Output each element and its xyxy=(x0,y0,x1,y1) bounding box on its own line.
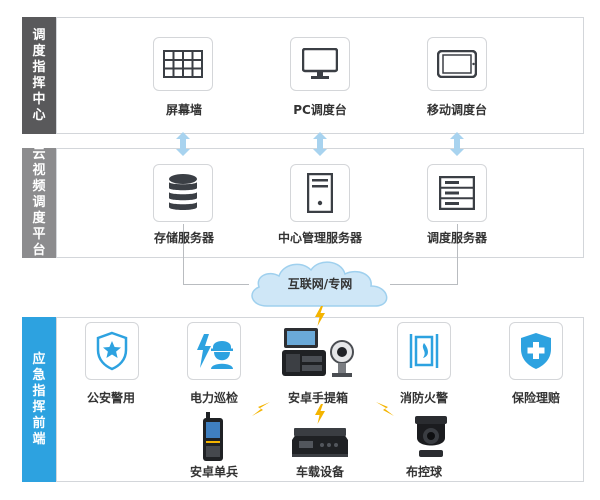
suitcase-label: 安卓手提箱 xyxy=(287,391,349,405)
pc-console-label: PC调度台 xyxy=(293,103,347,117)
lightning-bolt-icon xyxy=(315,404,325,424)
dispatch-server-node xyxy=(427,164,487,222)
handheld-label: 安卓单兵 xyxy=(189,465,239,479)
power-inspection-node xyxy=(187,322,241,380)
pc-console-node xyxy=(290,37,350,91)
section-title-dispatch-center: 调度指挥中心 xyxy=(22,17,56,134)
mobile-console-label: 移动调度台 xyxy=(426,103,488,117)
handheld-terminal-icon xyxy=(203,412,223,461)
connector-line xyxy=(457,224,458,284)
section-title-field-front: 应急指挥前端 xyxy=(22,317,56,482)
dispatch-server-label: 调度服务器 xyxy=(426,231,488,245)
cloud-icon xyxy=(251,261,388,307)
server-rack-icon xyxy=(439,176,475,210)
database-icon xyxy=(169,174,197,210)
network-label: 互联网/专网 xyxy=(287,277,353,291)
insurance-label: 保险理赔 xyxy=(511,391,561,405)
storage-server-node xyxy=(153,164,213,222)
field-front-panel xyxy=(56,317,584,482)
lightning-bolt-icon xyxy=(315,306,325,326)
mobile-console-node xyxy=(427,37,487,91)
storage-server-label: 存储服务器 xyxy=(153,231,215,245)
ptz-dome-camera-icon xyxy=(415,416,447,457)
fire-alarm-label: 消防火警 xyxy=(399,391,449,405)
fire-door-icon xyxy=(409,334,439,368)
police-shield-star-icon xyxy=(96,331,128,371)
central-server-label: 中心管理服务器 xyxy=(277,231,363,245)
double-arrow-icon xyxy=(176,132,190,156)
police-node xyxy=(85,322,139,380)
portable-case-icon xyxy=(282,328,354,377)
vehicle-dvr-icon xyxy=(292,428,348,457)
double-arrow-icon xyxy=(450,132,464,156)
server-tower-icon xyxy=(307,173,333,213)
ptz-camera-label: 布控球 xyxy=(405,465,443,479)
fire-alarm-node xyxy=(397,322,451,380)
connector-line xyxy=(390,284,458,285)
lightning-bolt-icon xyxy=(252,402,270,416)
vehicle-device-label: 车载设备 xyxy=(295,465,345,479)
video-wall-icon xyxy=(163,50,203,78)
connector-line xyxy=(183,224,184,284)
power-worker-icon xyxy=(197,334,233,369)
section-title-cloud-platform: 云视频调度平台 xyxy=(22,147,56,258)
connector-line xyxy=(183,284,249,285)
police-label: 公安警用 xyxy=(86,391,136,405)
insurance-node xyxy=(509,322,563,380)
video-wall-node xyxy=(153,37,213,91)
central-server-node xyxy=(290,164,350,222)
power-inspection-label: 电力巡检 xyxy=(189,391,239,405)
double-arrow-icon xyxy=(313,132,327,156)
video-wall-label: 屏幕墙 xyxy=(165,103,203,117)
insurance-shield-icon xyxy=(521,333,551,369)
tablet-icon xyxy=(437,50,477,78)
lightning-bolt-icon xyxy=(376,402,394,416)
pc-monitor-icon xyxy=(302,48,338,79)
